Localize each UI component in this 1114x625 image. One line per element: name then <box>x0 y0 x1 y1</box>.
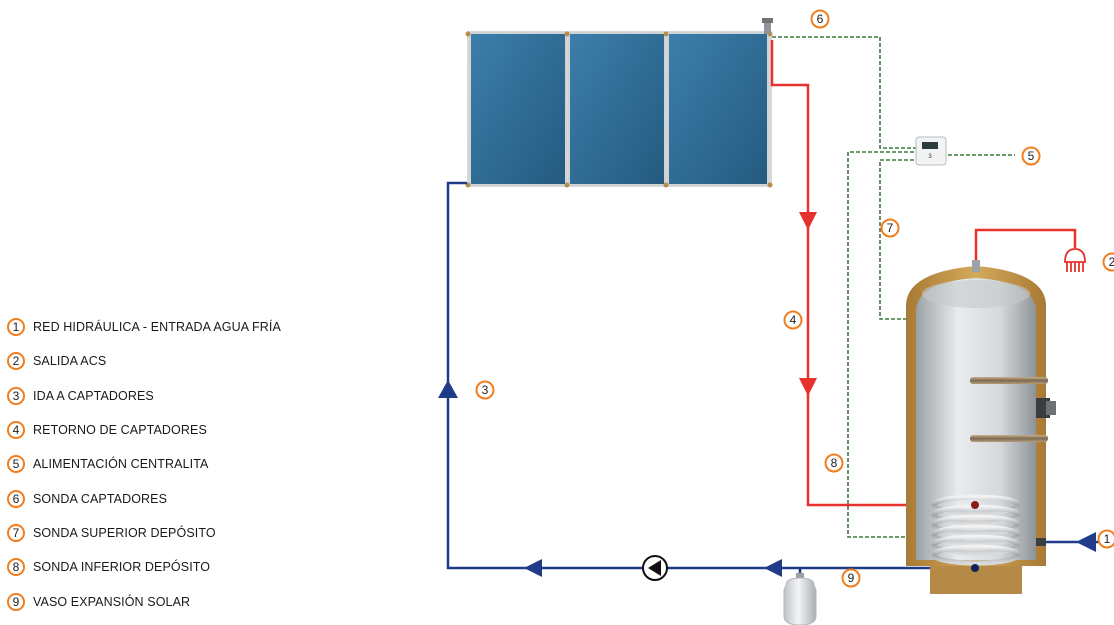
legend-item: 2 SALIDA ACS <box>7 344 337 378</box>
legend-label: RED HIDRÁULICA - ENTRADA AGUA FRÍA <box>33 320 281 335</box>
solar-controller: 3 <box>915 136 947 166</box>
legend-item: 8 SONDA INFERIOR DEPÓSITO <box>7 550 337 584</box>
legend-number-badge: 6 <box>7 489 25 508</box>
callout-4: 4 <box>783 310 803 330</box>
sensor-wiring <box>772 36 1015 538</box>
svg-text:3: 3 <box>928 154 932 160</box>
callout-7: 7 <box>880 218 900 238</box>
svg-text:3: 3 <box>482 383 489 397</box>
legend-number-badge: 9 <box>7 592 25 611</box>
legend-label: SONDA CAPTADORES <box>33 491 168 506</box>
legend-number-badge: 2 <box>7 352 25 371</box>
dhw-outlet-pipe <box>974 228 1086 272</box>
svg-text:4: 4 <box>790 313 797 327</box>
legend-item: 9 VASO EXPANSIÓN SOLAR <box>7 584 337 618</box>
solar-expansion-vessel <box>783 568 817 625</box>
svg-text:7: 7 <box>887 221 894 235</box>
callout-5: 5 <box>1021 146 1041 166</box>
legend-item: 4 RETORNO DE CAPTADORES <box>7 413 337 447</box>
flow-arrow-up <box>438 380 458 398</box>
legend: 1 RED HIDRÁULICA - ENTRADA AGUA FRÍA 2 S… <box>7 310 337 619</box>
callout-1: 1 <box>1097 529 1114 549</box>
shower-tap-icon <box>1064 248 1086 272</box>
svg-text:1: 1 <box>1104 532 1111 546</box>
legend-item: 5 ALIMENTACIÓN CENTRALITA <box>7 447 337 481</box>
legend-label: ALIMENTACIÓN CENTRALITA <box>33 457 209 472</box>
legend-number-badge: 1 <box>7 318 25 337</box>
collector-panel <box>667 32 769 186</box>
legend-label: SALIDA ACS <box>33 354 107 369</box>
air-vent-valve <box>762 18 773 34</box>
svg-text:5: 5 <box>1028 149 1035 163</box>
flow-arrow-down <box>799 212 817 230</box>
dhw-storage-tank <box>906 260 1056 594</box>
collector-panel <box>469 32 567 186</box>
svg-text:9: 9 <box>848 571 855 585</box>
legend-item: 6 SONDA CAPTADORES <box>7 481 337 515</box>
legend-label: SONDA SUPERIOR DEPÓSITO <box>33 525 216 540</box>
legend-label: VASO EXPANSIÓN SOLAR <box>33 594 191 609</box>
legend-label: IDA A CAPTADORES <box>33 388 154 403</box>
legend-number-badge: 8 <box>7 558 25 577</box>
circulation-pump-icon <box>642 555 668 581</box>
legend-number-badge: 5 <box>7 455 25 474</box>
legend-label: SONDA INFERIOR DEPÓSITO <box>33 560 211 575</box>
svg-text:6: 6 <box>817 12 824 26</box>
svg-text:2: 2 <box>1109 255 1114 269</box>
flow-to-collectors-pipe <box>438 181 975 581</box>
flow-arrow-left <box>524 559 542 577</box>
callout-3: 3 <box>475 380 495 400</box>
legend-item: 7 SONDA SUPERIOR DEPÓSITO <box>7 516 337 550</box>
legend-item: 1 RED HIDRÁULICA - ENTRADA AGUA FRÍA <box>7 310 337 344</box>
callout-2: 2 <box>1102 252 1114 272</box>
legend-label: RETORNO DE CAPTADORES <box>33 423 207 438</box>
callout-9: 9 <box>841 568 861 588</box>
legend-number-badge: 7 <box>7 523 25 542</box>
solar-collectors <box>465 18 773 188</box>
callout-8: 8 <box>824 453 844 473</box>
legend-number-badge: 4 <box>7 421 25 440</box>
legend-item: 3 IDA A CAPTADORES <box>7 379 337 413</box>
collector-panel <box>568 32 666 186</box>
callout-6: 6 <box>810 9 830 29</box>
cold-water-inlet-pipe <box>1036 532 1104 552</box>
return-from-collectors-pipe <box>770 40 975 507</box>
flow-arrow-down <box>799 378 817 396</box>
flow-arrow-left <box>764 559 782 577</box>
legend-number-badge: 3 <box>7 386 25 405</box>
svg-text:8: 8 <box>831 456 838 470</box>
